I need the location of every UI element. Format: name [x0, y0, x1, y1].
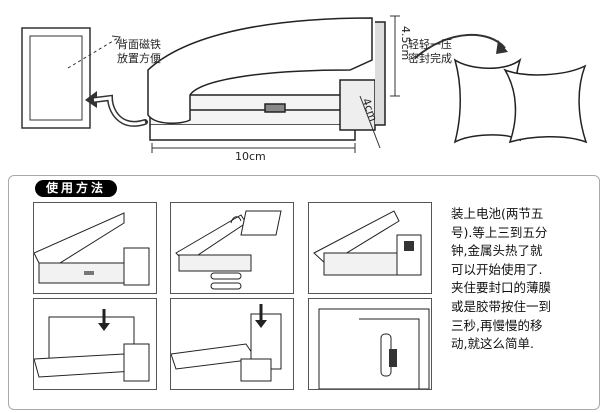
height-dimension: 4.5cm: [399, 26, 412, 61]
usage-frame: [8, 175, 600, 410]
top-illustration: [21, 15, 588, 153]
step-panel-6: [308, 298, 432, 390]
sealer-device: [147, 17, 386, 141]
press-label: 轻轻一压 密封完成: [408, 38, 452, 65]
step-panel-3: [308, 202, 432, 294]
magnet-pointer: [67, 37, 119, 69]
step-panel-4: [33, 298, 157, 390]
step-panel-5: [170, 298, 294, 390]
usage-title: 使用方法: [35, 180, 117, 197]
width-dimension: 10cm: [235, 150, 266, 163]
sealed-bags: [453, 57, 588, 144]
fridge-door: [21, 27, 91, 129]
step-panel-2: [170, 202, 294, 294]
step-panel-1: [33, 202, 157, 294]
magnet-label: 背面磁铁 放置方便: [117, 38, 161, 65]
usage-instructions: 装上电池(两节五 号).等上三到五分 钟,金属头热了就 可以开始使用了. 夹住要…: [451, 206, 552, 352]
